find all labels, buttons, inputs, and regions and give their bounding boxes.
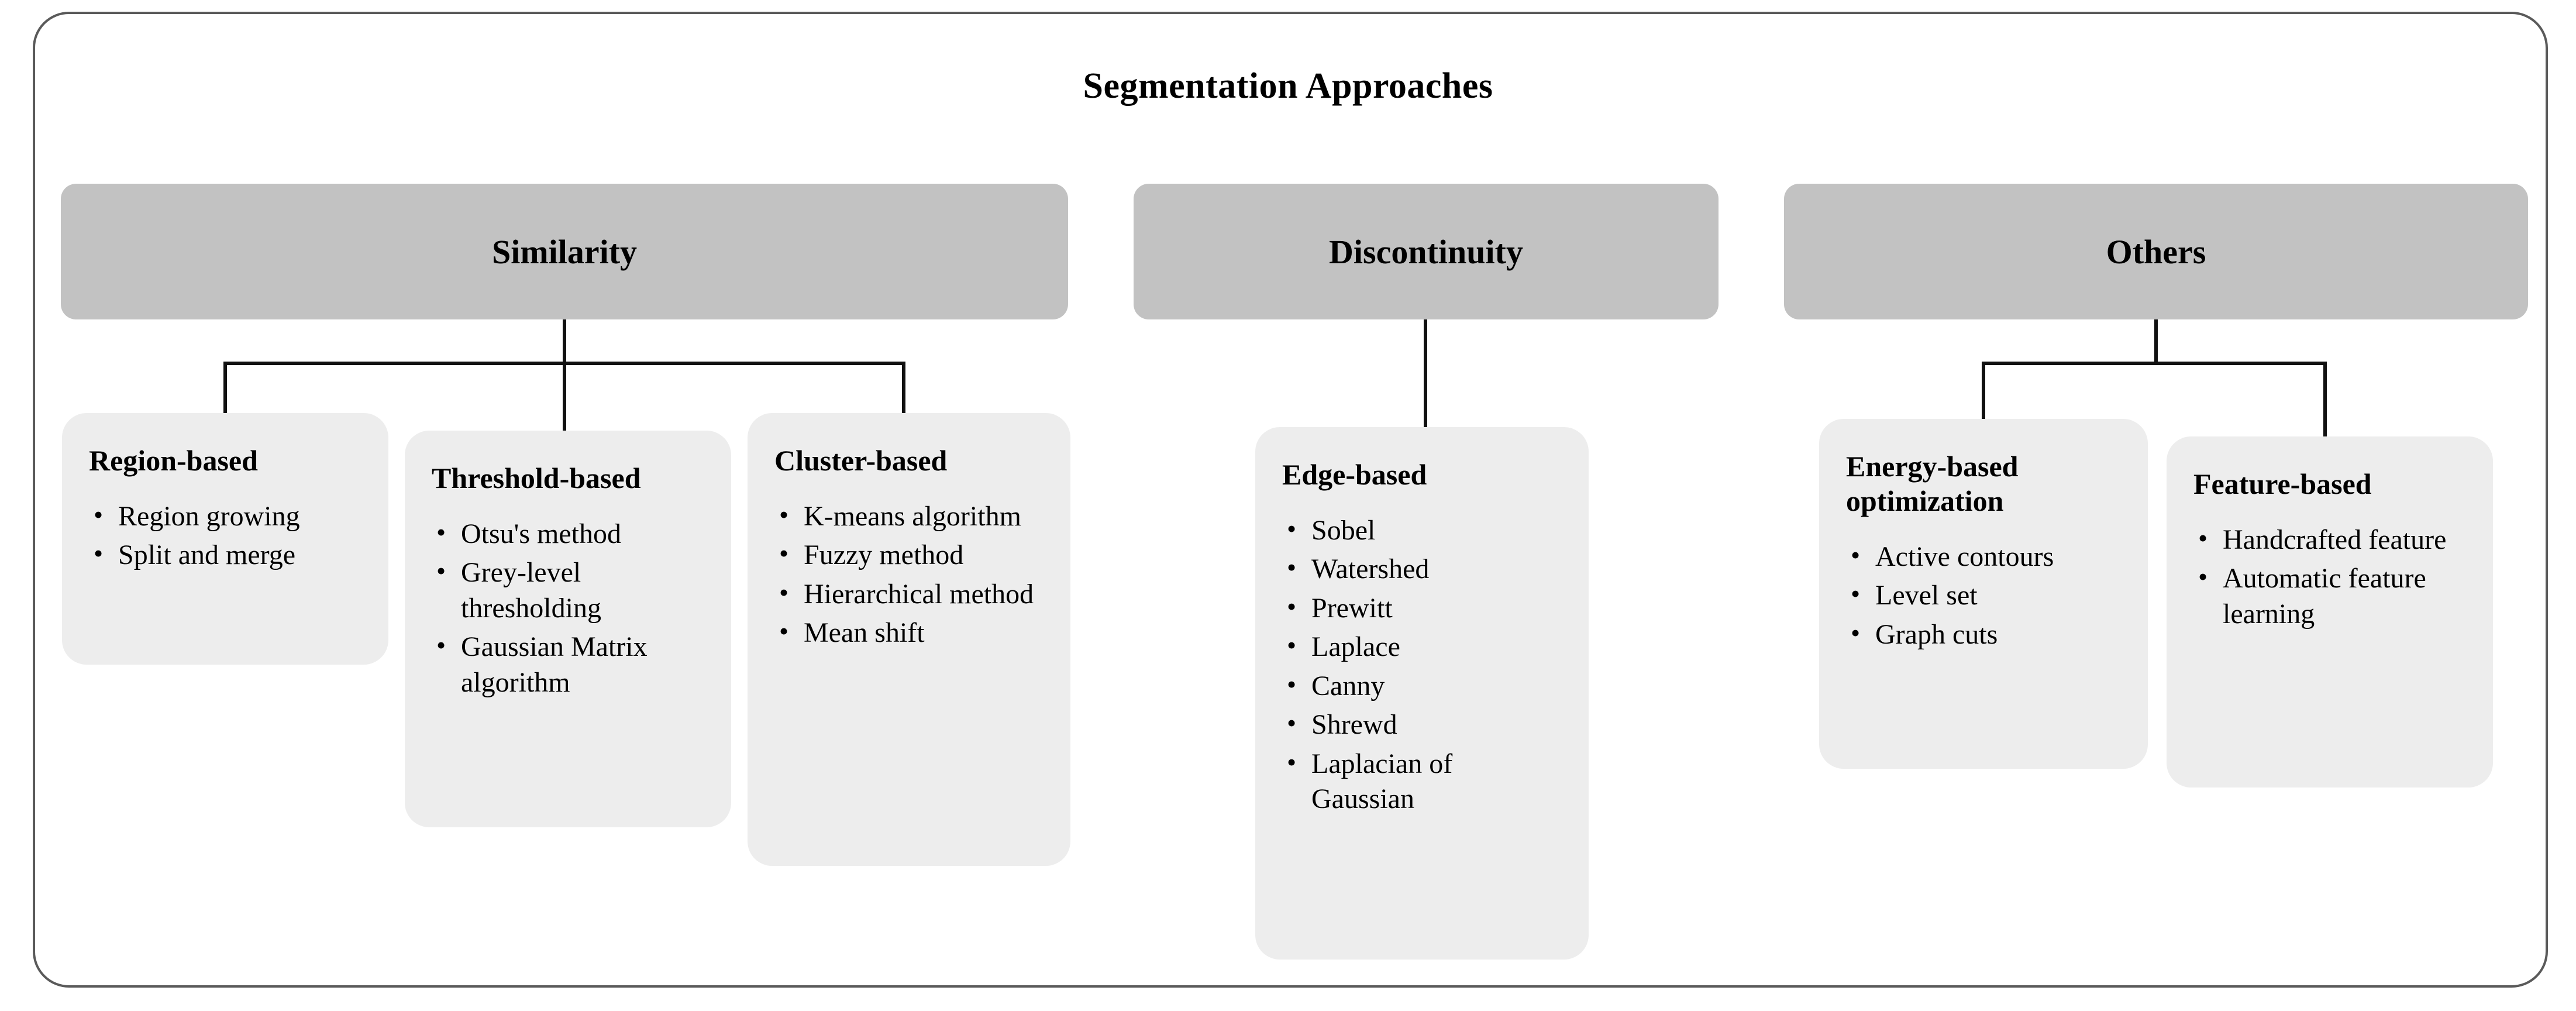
- category-header-discontinuity[interactable]: Discontinuity: [1134, 184, 1719, 319]
- list-item: Watershed: [1282, 551, 1562, 587]
- leaf-item-list: Otsu's method Grey-level thresholding Ga…: [432, 515, 704, 700]
- connector-drop-cluster-based: [902, 362, 905, 415]
- list-item: Graph cuts: [1846, 616, 2121, 652]
- list-item: Laplacian of Gaussian: [1282, 745, 1562, 817]
- connector-drop-edge-based: [1424, 319, 1427, 429]
- leaf-item-list: Sobel Watershed Prewitt Laplace Canny Sh…: [1282, 512, 1562, 817]
- list-item: Laplace: [1282, 628, 1562, 665]
- connector-trunk-similarity: [563, 319, 566, 364]
- leaf-title: Region-based: [89, 444, 258, 477]
- category-header-label: Similarity: [491, 232, 638, 271]
- list-item: Active contours: [1846, 538, 2121, 575]
- leaf-title: Edge-based: [1282, 458, 1427, 491]
- leaf-box-threshold-based[interactable]: Threshold-based Otsu's method Grey-level…: [405, 431, 731, 827]
- list-item: Automatic feature learning: [2193, 560, 2466, 632]
- leaf-item-list: K-means algorithm Fuzzy method Hierarchi…: [774, 498, 1044, 651]
- list-item: Shrewd: [1282, 706, 1562, 742]
- leaf-item-list: Handcrafted feature Automatic feature le…: [2193, 521, 2466, 632]
- leaf-item-list: Region growing Split and merge: [89, 498, 361, 573]
- page-title: Segmentation Approaches: [1083, 66, 1493, 106]
- list-item: Otsu's method: [432, 515, 704, 552]
- list-item: Mean shift: [774, 614, 1044, 651]
- leaf-title: Energy-based optimization: [1846, 450, 2019, 517]
- leaf-box-region-based[interactable]: Region-based Region growing Split and me…: [62, 413, 388, 665]
- leaf-title: Cluster-based: [774, 444, 948, 477]
- leaf-title: Feature-based: [2193, 467, 2372, 500]
- category-header-label: Others: [2106, 232, 2206, 271]
- connector-drop-feature-based: [2323, 362, 2327, 439]
- list-item: Region growing: [89, 498, 361, 534]
- list-item: Grey-level thresholding: [432, 554, 704, 626]
- list-item: K-means algorithm: [774, 498, 1044, 534]
- leaf-box-feature-based[interactable]: Feature-based Handcrafted feature Automa…: [2167, 436, 2493, 788]
- connector-bus-others: [1982, 362, 2327, 365]
- list-item: Handcrafted feature: [2193, 521, 2466, 558]
- leaf-box-edge-based[interactable]: Edge-based Sobel Watershed Prewitt Lapla…: [1255, 427, 1589, 960]
- list-item: Sobel: [1282, 512, 1562, 548]
- list-item: Gaussian Matrix algorithm: [432, 628, 704, 700]
- list-item: Hierarchical method: [774, 576, 1044, 612]
- list-item: Prewitt: [1282, 590, 1562, 626]
- connector-drop-threshold-based: [563, 362, 566, 433]
- category-header-others[interactable]: Others: [1784, 184, 2528, 319]
- leaf-title: Threshold-based: [432, 462, 641, 494]
- list-item: Canny: [1282, 668, 1562, 704]
- leaf-box-cluster-based[interactable]: Cluster-based K-means algorithm Fuzzy me…: [748, 413, 1070, 866]
- leaf-item-list: Active contours Level set Graph cuts: [1846, 538, 2121, 652]
- list-item: Split and merge: [89, 537, 361, 573]
- connector-drop-energy-based: [1982, 362, 1985, 421]
- connector-trunk-others: [2154, 319, 2158, 364]
- leaf-box-energy-based-optimization[interactable]: Energy-based optimization Active contour…: [1819, 419, 2148, 769]
- list-item: Fuzzy method: [774, 537, 1044, 573]
- category-header-label: Discontinuity: [1329, 232, 1523, 271]
- list-item: Level set: [1846, 577, 2121, 613]
- connector-drop-region-based: [223, 362, 227, 415]
- category-header-similarity[interactable]: Similarity: [61, 184, 1068, 319]
